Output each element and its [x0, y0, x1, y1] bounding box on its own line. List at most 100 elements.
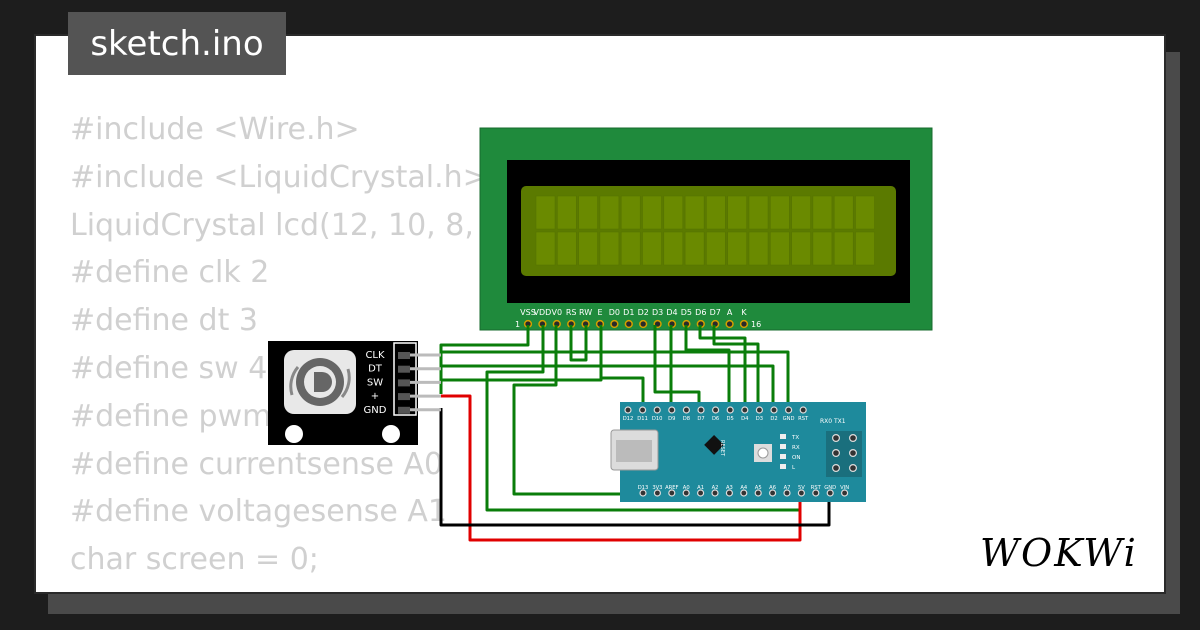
nano-pin-label: D3 — [756, 416, 763, 422]
lcd-cell — [748, 195, 769, 230]
lcd-cell — [684, 195, 705, 230]
lcd-cell — [642, 231, 662, 266]
lcd-pin-label: E — [597, 308, 602, 317]
icsp-pin — [831, 464, 840, 473]
lcd-pin[interactable] — [624, 319, 633, 329]
nano-pin-label: GND — [824, 485, 836, 491]
nano-pin-label: D10 — [652, 416, 663, 422]
wire-d7 — [712, 325, 760, 412]
lcd-cell — [535, 195, 556, 230]
nano-pin[interactable] — [740, 489, 748, 497]
lcd-cell — [706, 195, 726, 230]
nano-pin-label: A1 — [697, 485, 704, 491]
nano-pin[interactable] — [697, 406, 705, 414]
nano-pin[interactable] — [797, 489, 806, 497]
lcd-pin-label: VDD — [534, 308, 552, 317]
wire-d6 — [698, 325, 747, 412]
nano-pin-label: D2 — [770, 416, 777, 422]
nano-pin[interactable] — [770, 406, 778, 414]
nano-pin[interactable] — [711, 406, 720, 414]
icsp-pin — [848, 449, 857, 458]
code-line: #define voltagesense A1 — [70, 494, 447, 530]
nano-pin[interactable] — [784, 406, 793, 414]
lcd-cell — [812, 195, 833, 230]
lcd-pin-label: D4 — [666, 308, 677, 317]
lcd-pin[interactable] — [639, 319, 648, 329]
nano-pin[interactable] — [668, 406, 676, 414]
nano-pin[interactable] — [826, 489, 834, 497]
nano-pin[interactable] — [812, 489, 820, 497]
wokwi-logo: WOKWi — [980, 531, 1138, 575]
lcd-cell — [578, 231, 598, 266]
nano-pin[interactable] — [725, 489, 734, 497]
wires — [439, 325, 831, 542]
nano-pin[interactable] — [768, 489, 777, 497]
nano-pin-label: D13 — [638, 485, 649, 491]
encoder-pin — [398, 393, 410, 401]
led-label: TX — [791, 435, 799, 441]
lcd-pin-label: VSS — [520, 308, 536, 317]
nano-pin[interactable] — [840, 489, 849, 497]
led — [780, 464, 786, 469]
nano-pin[interactable] — [653, 406, 661, 414]
nano-pin[interactable] — [682, 406, 691, 414]
led — [780, 434, 786, 439]
lcd-cell — [663, 231, 684, 266]
lcd-pin[interactable] — [610, 319, 619, 329]
lcd-cell — [812, 231, 833, 266]
wokwi-logo-text: WOKWi — [980, 531, 1138, 575]
code-line: #define dt 3 — [70, 303, 258, 339]
lcd-cell — [727, 195, 747, 230]
nano-pin[interactable] — [696, 489, 705, 497]
nano-pin[interactable] — [741, 406, 749, 414]
wire-d3 — [653, 325, 701, 412]
nano-pin-label: RST — [798, 416, 809, 422]
lcd-pin[interactable] — [739, 319, 749, 329]
wire-rs-rw — [569, 325, 588, 362]
arrow-ccw-icon — [289, 366, 300, 396]
encoder-pin-label: GND — [364, 405, 387, 416]
lcd-pin-label: D2 — [638, 308, 649, 317]
lcd-cell — [535, 231, 556, 266]
encoder-pin — [398, 379, 410, 387]
nano-pin-label: D5 — [727, 416, 734, 422]
nano-pin-label: A4 — [740, 485, 748, 491]
code-line: LiquidCrystal lcd(12, 10, 8, 7 — [70, 207, 503, 243]
nano-pin-label: VIN — [840, 485, 849, 491]
icsp-pin — [831, 434, 840, 443]
nano-pin[interactable] — [638, 406, 647, 414]
code-line: #define clk 2 — [70, 255, 270, 291]
nano-pin[interactable] — [624, 406, 632, 414]
nano-pin[interactable] — [668, 489, 676, 497]
nano-pin[interactable] — [755, 406, 764, 414]
lcd-cell — [557, 231, 577, 266]
nano-pin[interactable] — [726, 406, 734, 414]
lcd-pin-label: RS — [566, 308, 577, 317]
lcd-pin-label: D1 — [623, 308, 634, 317]
led-label: RX — [792, 445, 800, 451]
nano-pin[interactable] — [754, 489, 762, 497]
led-label: ON — [792, 455, 800, 461]
nano-pin-label: A5 — [755, 485, 762, 491]
nano-pin[interactable] — [639, 489, 647, 497]
nano-pin[interactable] — [783, 489, 791, 497]
lcd-pin[interactable] — [725, 319, 734, 329]
nano-pin[interactable] — [799, 406, 807, 414]
lcd-pin-label: D7 — [710, 308, 721, 317]
nano-pin[interactable] — [682, 489, 690, 497]
lcd-cell — [599, 231, 620, 266]
lcd-cell — [620, 231, 641, 266]
file-tab[interactable]: sketch.ino — [68, 12, 286, 75]
nano-pin-label: A0 — [683, 485, 690, 491]
code-line: #define sw 4 — [70, 350, 268, 386]
lcd-cell — [791, 195, 811, 230]
lcd-cell — [599, 195, 620, 230]
nano-pin[interactable] — [653, 489, 662, 497]
nano-pin[interactable] — [711, 489, 719, 497]
